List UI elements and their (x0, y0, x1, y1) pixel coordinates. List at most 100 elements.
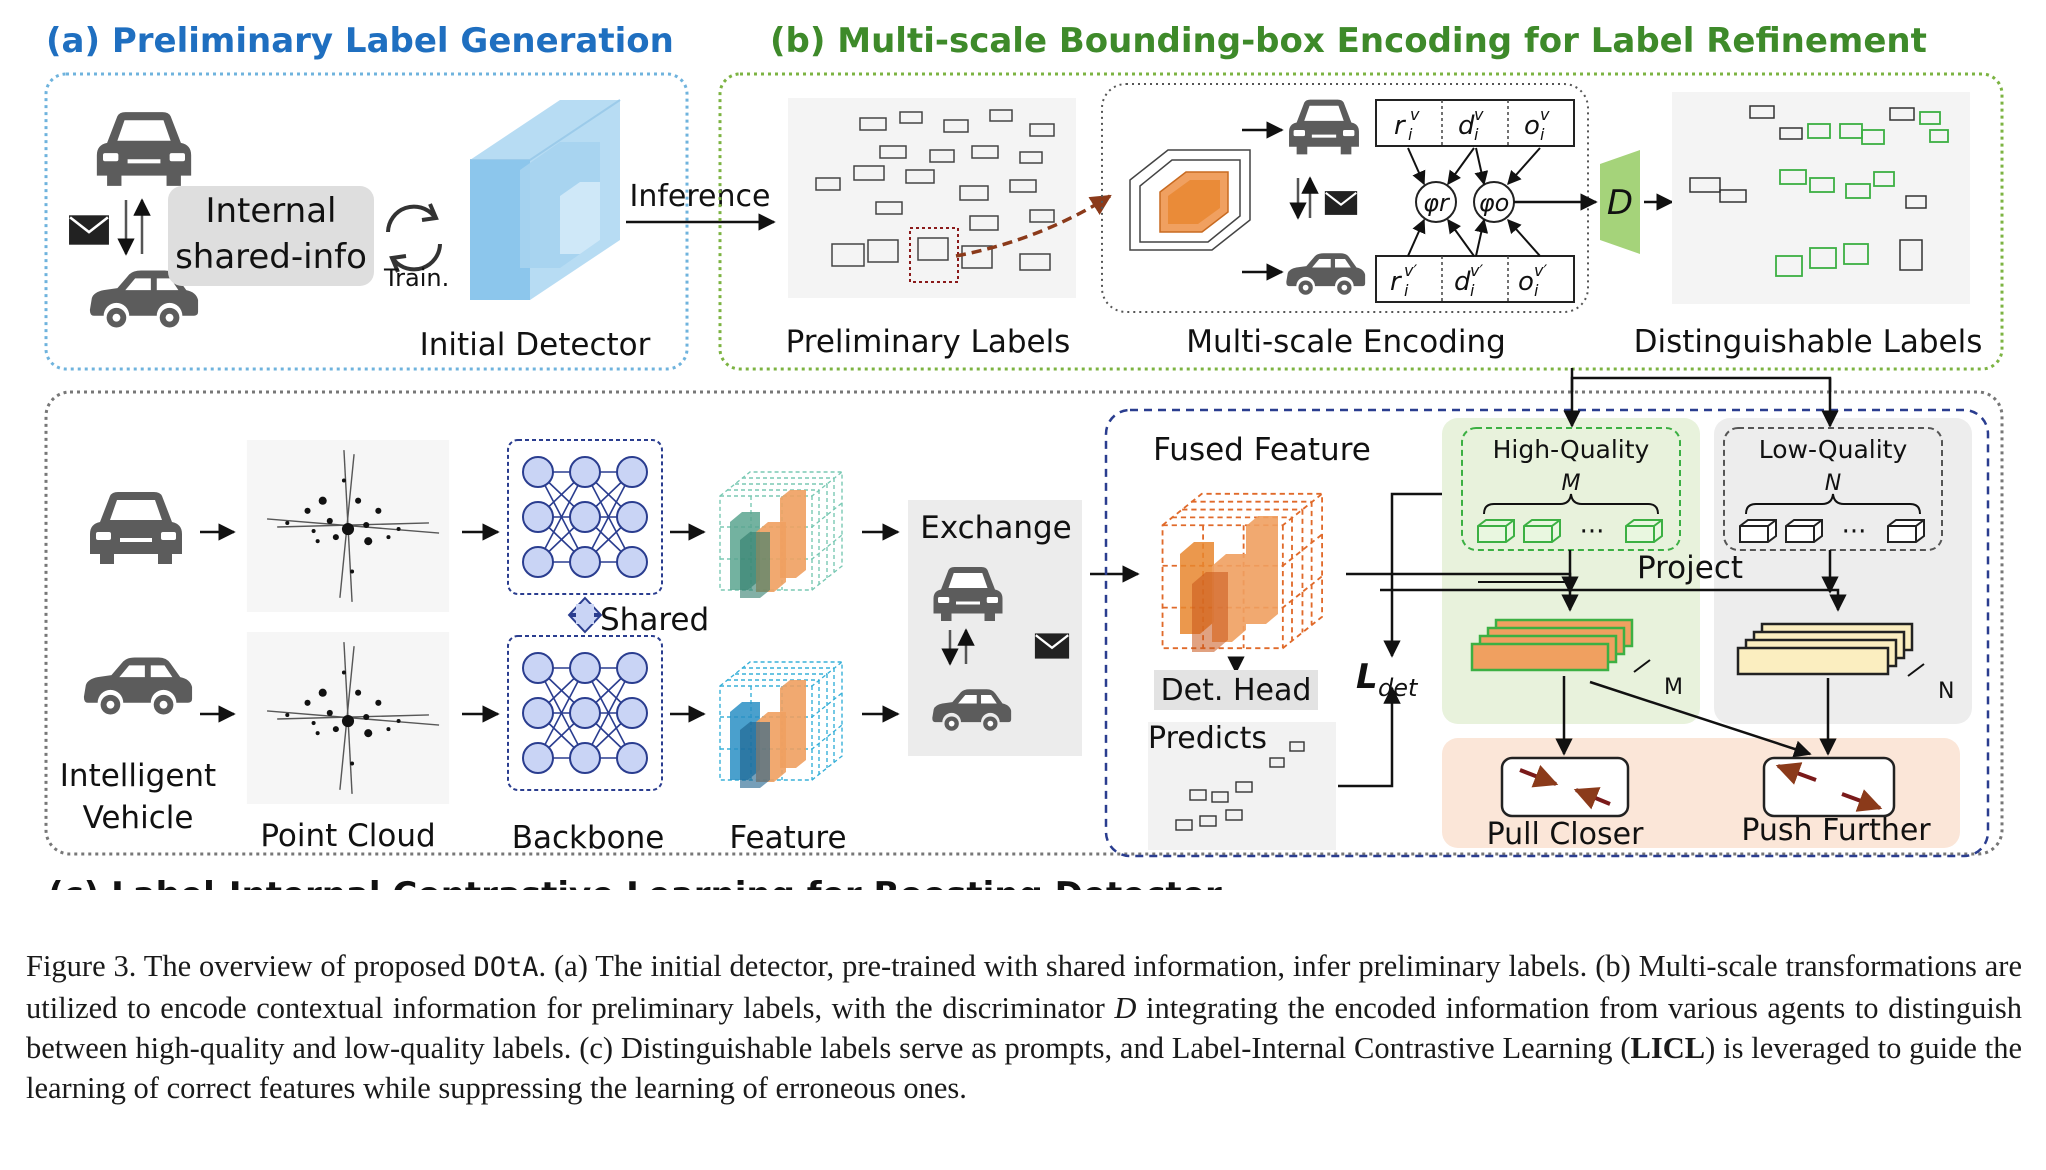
shared-info-line1: Internal (205, 191, 336, 231)
backbone-bottom-network-icon (522, 652, 648, 774)
training-region-border (1104, 408, 1990, 858)
hq-feature-stack (1470, 618, 1634, 672)
zoom-connector (955, 194, 1112, 258)
svg-text:i: i (1404, 281, 1409, 300)
fused-feature-caption: Fused Feature (1153, 432, 1371, 468)
predicts-label: Predicts (1148, 721, 1267, 756)
multiscale-box-icon (1129, 149, 1251, 251)
vehicle-car-front-icon (90, 492, 182, 564)
shared-label: Shared (600, 602, 709, 638)
discriminator-shape (1600, 150, 1640, 254)
loss-det-subscript: det (1378, 674, 1419, 702)
intelligent-vehicle-line1: Intelligent (60, 758, 216, 794)
agent-car-side-icon (1286, 253, 1366, 295)
point-cloud-caption: Point Cloud (260, 818, 435, 854)
phi-r-node (1415, 181, 1457, 223)
exchange-label: Exchange (920, 510, 1071, 546)
point-cloud-bottom-image (246, 632, 450, 804)
intelligent-vehicle-line2: Vehicle (83, 800, 194, 836)
agent-mail-icon (1324, 190, 1358, 216)
distinguishable-labels-caption: Distinguishable Labels (1634, 324, 1983, 360)
hq-brace (1483, 493, 1659, 515)
svg-text:v: v (1410, 105, 1420, 124)
section-a-title: (a) Preliminary Label Generation (46, 21, 674, 61)
figure-caption: Figure 3. The overview of proposed DOtA.… (26, 946, 2022, 1108)
feature-o-top: o (1524, 111, 1540, 141)
section-b-title: (b) Multi-scale Bounding-box Encoding fo… (770, 21, 1927, 61)
svg-text:i: i (1534, 281, 1539, 300)
shared-info-box (168, 186, 374, 286)
svg-text:i: i (1540, 125, 1545, 144)
svg-text:i: i (1408, 125, 1413, 144)
mail-icon (68, 214, 110, 246)
inference-label: Inference (630, 179, 771, 214)
feature-row-bottom (1375, 255, 1575, 303)
discriminator-label: D (1607, 183, 1633, 223)
loss-det-label: L (1356, 657, 1378, 697)
overview-diagram: (a) Preliminary Label Generation Interna… (44, 21, 2004, 890)
lq-feature-stack (1736, 622, 1914, 676)
preliminary-labels-image (788, 98, 1076, 298)
svg-text:v: v (1474, 105, 1484, 124)
svg-text:i: i (1474, 125, 1479, 144)
initial-detector-label: Initial Detector (420, 327, 651, 363)
predicts-to-loss-arrow (1338, 686, 1401, 788)
phi-r-label: φr (1423, 189, 1451, 217)
feature-d-top: d (1458, 111, 1475, 141)
section-c-title: (c) Label-Internal Contrastive Learning … (48, 875, 1222, 890)
feature-caption: Feature (729, 820, 846, 856)
fused-feature-cube (1161, 492, 1324, 652)
exchange-mail-icon (1034, 632, 1070, 660)
lq-labels-frame (1723, 427, 1943, 551)
car-front-icon (96, 112, 192, 186)
lq-ellipsis: ··· (1842, 517, 1867, 547)
svg-text:v′: v′ (1534, 261, 1547, 280)
backbone-bottom-frame (507, 635, 663, 791)
method-name: DOtA (473, 952, 539, 983)
caption-discriminator: D (1114, 991, 1137, 1025)
stack-n-label: N (1938, 679, 1954, 704)
pull-closer-box (1500, 756, 1630, 818)
svg-text:v′: v′ (1404, 261, 1417, 280)
preliminary-labels-caption: Preliminary Labels (786, 324, 1071, 360)
lq-brace (1745, 493, 1921, 515)
low-quality-label: Low-Quality (1759, 435, 1908, 464)
feature-o-bottom: o (1518, 267, 1534, 297)
feature-d-bottom: d (1454, 267, 1471, 297)
svg-text:v: v (1540, 105, 1550, 124)
lq-cube-2-icon (1785, 519, 1823, 543)
det-head-label: Det. Head (1161, 673, 1312, 708)
initial-detector-icon (470, 99, 621, 300)
det-head-box (1154, 670, 1318, 710)
stack-m-label: M (1664, 675, 1683, 700)
feature-bottom-cube (719, 661, 843, 788)
vehicle-car-side-icon (83, 657, 193, 715)
train-cycle-icon (386, 203, 442, 273)
panel-b-border (718, 72, 2004, 371)
hq-cube-2-icon (1523, 519, 1561, 543)
pull-closer-label: Pull Closer (1487, 817, 1645, 852)
shared-info-line2: shared-info (175, 237, 367, 277)
push-further-label: Push Further (1741, 813, 1931, 848)
feature-top-cube (719, 471, 843, 598)
train-label: Train. (383, 264, 449, 292)
hq-cube-3-icon (1625, 519, 1663, 543)
feature-r-bottom: r (1390, 267, 1403, 297)
svg-text:i: i (1470, 281, 1475, 300)
feature-r-top: r (1394, 111, 1407, 141)
svg-text:v′: v′ (1470, 261, 1483, 280)
hq-ellipsis: ··· (1580, 517, 1605, 547)
backbone-caption: Backbone (512, 820, 665, 856)
project-label: Project (1637, 550, 1743, 586)
high-quality-label: High-Quality (1493, 435, 1650, 464)
caption-licl: LICL (1630, 1031, 1706, 1065)
hq-to-loss-arrow (1383, 492, 1458, 658)
lq-cube-1-icon (1739, 519, 1777, 543)
lq-cube-3-icon (1887, 519, 1925, 543)
point-cloud-top-image (246, 440, 450, 612)
caption-part2: . (a) The initial detector, pre-trained … (26, 949, 2022, 1025)
caption-part3: integrating the encoded information from… (26, 991, 2022, 1065)
hq-cube-1-icon (1477, 519, 1515, 543)
labels-split-line (1570, 376, 1832, 392)
high-quality-count: M (1562, 471, 1581, 496)
